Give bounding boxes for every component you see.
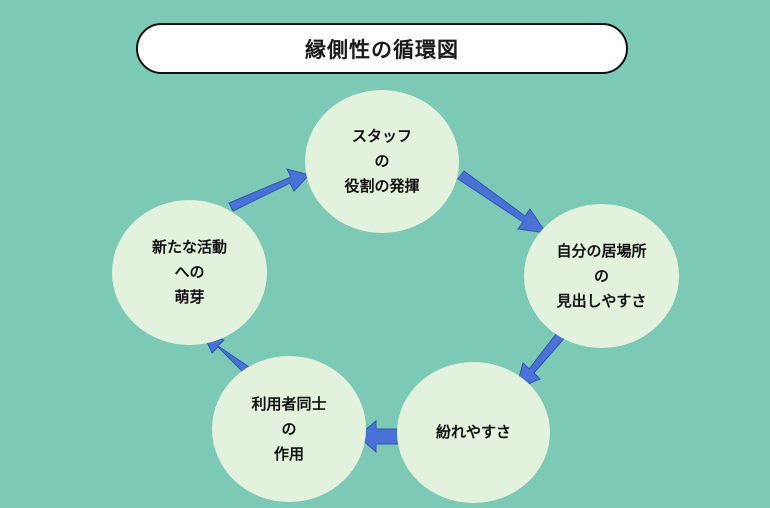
title-box: 縁側性の循環図 xyxy=(136,23,628,74)
node-new-activity: 新たな活動 への 萌芽 xyxy=(112,200,267,345)
node-label-line: の xyxy=(374,152,390,170)
node-label-line: 利用者同士 xyxy=(251,394,327,413)
node-label-line: スタッフ xyxy=(351,127,412,145)
node-label-line: 作用 xyxy=(273,444,304,463)
arrow-staff-to-ibasho xyxy=(457,170,548,234)
node-own-place: 自分の居場所 の 見出しやすさ xyxy=(524,204,679,348)
node-label-line: の xyxy=(281,419,297,438)
node-label-line: 紛れやすさ xyxy=(435,423,511,441)
node-label-line: 役割の発揮 xyxy=(344,177,420,195)
node-label-line: 見出しやすさ xyxy=(556,291,647,310)
node-label-line: の xyxy=(593,266,609,285)
diagram-title: 縁側性の循環図 xyxy=(305,37,459,62)
node-user-interaction: 利用者同士 の 作用 xyxy=(212,356,366,502)
arrow-houga-to-staff xyxy=(228,168,310,212)
node-label-line: 萌芽 xyxy=(174,288,205,306)
node-label-line: 新たな活動 xyxy=(151,238,227,256)
node-label-line: 自分の居場所 xyxy=(556,241,647,260)
node-label-line: への xyxy=(174,263,205,281)
node-staff-role: スタッフ の 役割の発揮 xyxy=(305,90,459,233)
node-blend-in: 紛れやすさ xyxy=(397,362,550,503)
